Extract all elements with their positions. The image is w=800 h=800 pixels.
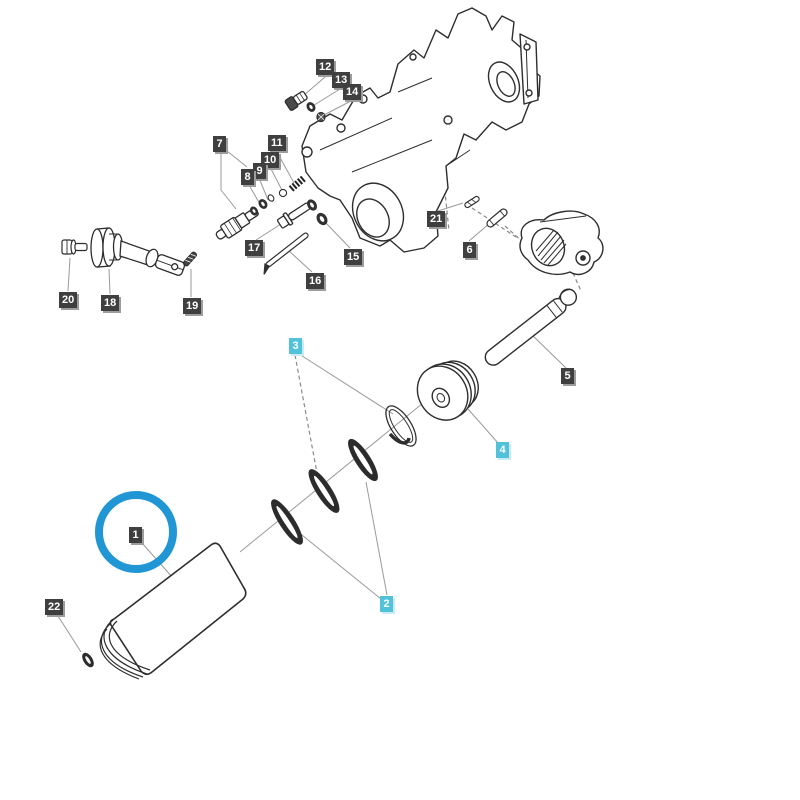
long-pin-drawing	[263, 232, 309, 275]
leader-lines	[57, 76, 567, 653]
rocker-arm-drawing	[519, 210, 604, 276]
pivot-pins-drawing	[464, 195, 508, 228]
selection-highlight-circle	[95, 491, 177, 573]
part-label-7[interactable]: 7	[213, 136, 226, 152]
part-label-4[interactable]: 4	[496, 442, 509, 458]
backup-ring-drawing	[385, 405, 417, 447]
part-label-14[interactable]: 14	[343, 84, 362, 100]
part-label-6[interactable]: 6	[463, 242, 476, 258]
filter-cartridge-drawing	[99, 542, 247, 680]
lever-assembly-drawing	[90, 227, 186, 276]
valve-spool-drawing	[215, 207, 259, 240]
o-rings-drawing	[307, 199, 328, 226]
part-label-18[interactable]: 18	[101, 295, 120, 311]
part-label-8[interactable]: 8	[241, 169, 254, 185]
part-label-15[interactable]: 15	[344, 249, 363, 265]
part-label-3[interactable]: 3	[289, 338, 302, 354]
part-label-11[interactable]: 11	[268, 135, 286, 151]
part-label-22[interactable]: 22	[45, 599, 64, 615]
spring-pin-drawing	[182, 251, 198, 267]
part-label-9[interactable]: 9	[253, 163, 266, 179]
part-label-12[interactable]: 12	[316, 59, 335, 75]
o-ring-chain-drawing	[271, 438, 378, 545]
part-label-17[interactable]: 17	[245, 240, 264, 256]
part-label-1[interactable]: 1	[129, 527, 142, 543]
piston-drawing	[416, 360, 479, 421]
part-label-21[interactable]: 21	[427, 211, 446, 227]
part-label-16[interactable]: 16	[306, 273, 325, 289]
part-label-20[interactable]: 20	[59, 292, 78, 308]
hex-bolt-drawing	[61, 239, 88, 255]
part-label-19[interactable]: 19	[183, 298, 202, 314]
small-o-ring-drawing	[82, 652, 94, 668]
plug-and-seals-drawing	[284, 90, 326, 123]
part-label-5[interactable]: 5	[561, 368, 574, 384]
lift-housing-drawing	[301, 7, 541, 253]
part-label-2[interactable]: 2	[380, 596, 393, 612]
piston-rod-drawing	[484, 288, 578, 366]
valve-small-parts-drawing	[249, 175, 307, 216]
